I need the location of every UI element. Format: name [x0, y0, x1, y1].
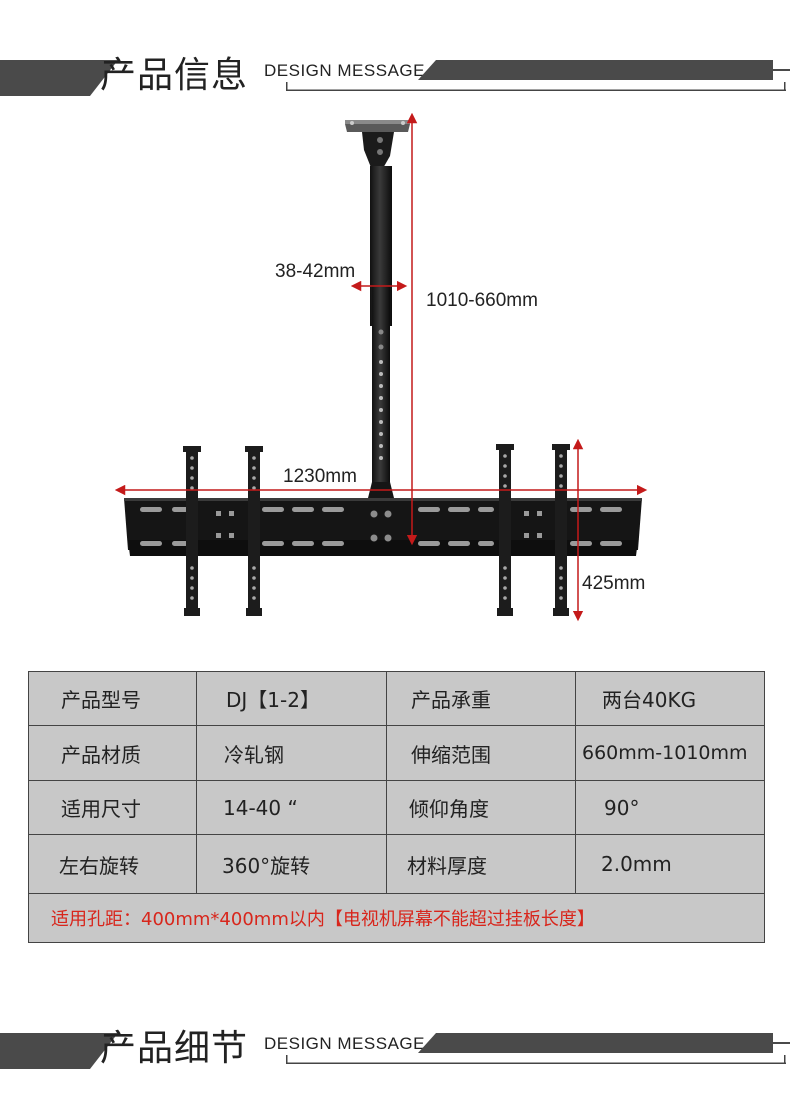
height-range-label: 1010-660mm: [426, 290, 538, 311]
spec-value: 2.0mm: [601, 852, 672, 876]
table-row: 适用尺寸 14-40 “ 倾仰角度 90°: [29, 781, 764, 834]
header-right-band: [418, 1033, 790, 1053]
section-header-product-info: 产品信息 DESIGN MESSAGE: [0, 55, 790, 118]
ceiling-plate: [345, 120, 410, 170]
spec-key: 产品承重: [411, 688, 491, 712]
spec-value: 14-40 “: [223, 795, 298, 820]
header-left-band: [0, 1033, 118, 1069]
spec-key: 倾仰角度: [409, 797, 489, 821]
header-left-band: [0, 60, 118, 96]
section-subtitle: DESIGN MESSAGE: [264, 61, 425, 80]
spec-key: 材料厚度: [407, 853, 487, 878]
header-underline: [286, 1055, 786, 1064]
spec-value: DJ【1-2】: [226, 688, 320, 712]
spec-note: 适用孔距：400mm*400mm以内【电视机屏幕不能超过挂板长度】: [51, 909, 595, 930]
product-dimension-diagram: 38-42mm 1010-660mm 1230mm 425mm: [114, 112, 648, 622]
spec-value: 90°: [604, 795, 640, 820]
table-row: 产品型号 DJ【1-2】 产品承重 两台40KG: [29, 672, 764, 725]
spec-value: 360°旋转: [222, 853, 311, 878]
section-title: 产品细节: [100, 1028, 249, 1069]
spec-key: 产品材质: [61, 742, 141, 767]
spec-table: 产品型号 DJ【1-2】 产品承重 两台40KG 产品材质 冷轧钢 伸缩范围 6…: [28, 671, 765, 943]
spec-value: 660mm-1010mm: [582, 742, 748, 764]
spec-key: 左右旋转: [59, 853, 139, 878]
section-subtitle: DESIGN MESSAGE: [264, 1034, 425, 1053]
spec-value: 冷轧钢: [224, 742, 284, 767]
arm-height-label: 425mm: [582, 573, 645, 594]
section-header-product-details: 产品细节 DESIGN MESSAGE: [0, 1028, 790, 1091]
tube-diameter-label: 38-42mm: [275, 261, 355, 282]
header-underline: [286, 82, 786, 91]
table-row: 左右旋转 360°旋转 材料厚度 2.0mm: [29, 835, 764, 893]
spec-key: 适用尺寸: [61, 797, 141, 821]
spec-key: 产品型号: [61, 688, 141, 712]
dimension-lines: [114, 112, 648, 622]
header-right-band: [418, 60, 790, 80]
spec-key: 伸缩范围: [411, 742, 491, 767]
table-row: 产品材质 冷轧钢 伸缩范围 660mm-1010mm: [29, 726, 764, 780]
spec-value: 两台40KG: [602, 688, 697, 712]
section-title: 产品信息: [100, 55, 249, 96]
width-label: 1230mm: [283, 466, 357, 487]
arm-holes: [190, 454, 563, 600]
